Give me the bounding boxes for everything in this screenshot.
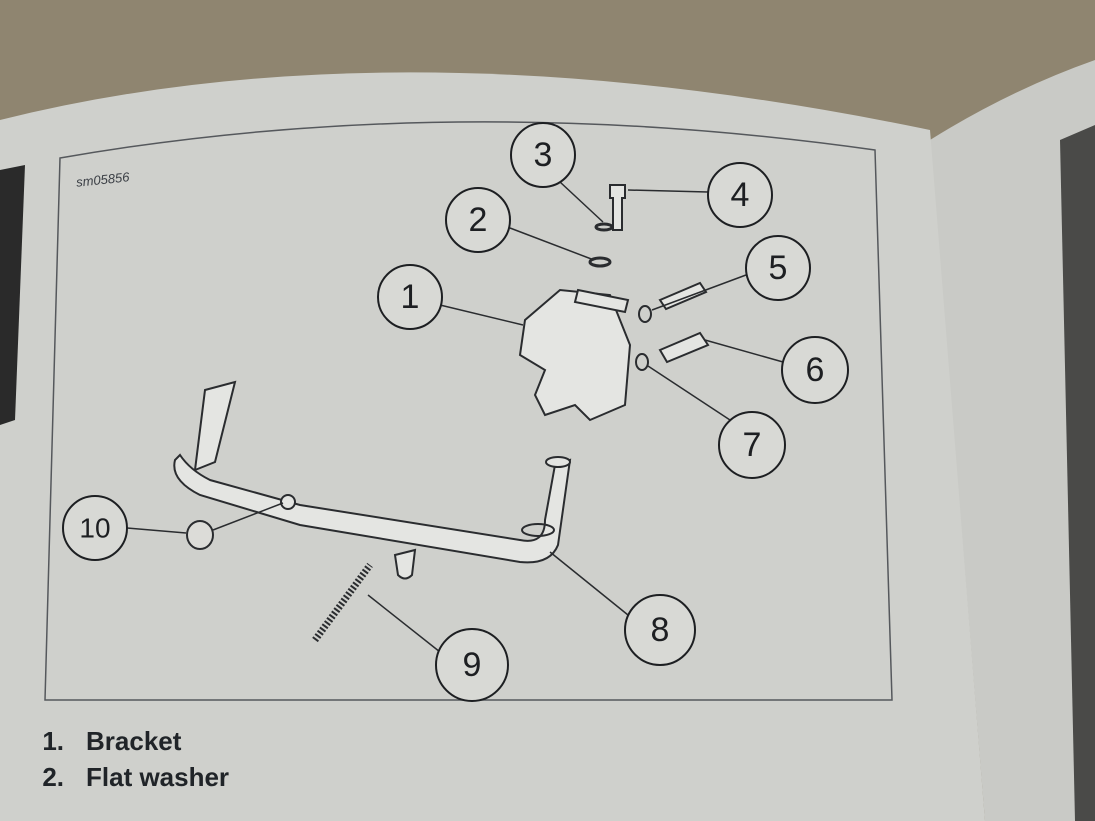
legend-item: 2. Flat washer [38, 758, 229, 796]
figure-frame [44, 121, 893, 701]
callout-10: 10 [62, 495, 128, 561]
svg-text:4: 4 [731, 176, 750, 214]
callout-2: 2 [445, 187, 511, 253]
svg-text:3: 3 [534, 136, 553, 174]
legend-number: 2. [42, 762, 64, 792]
right-page-frame [1060, 125, 1095, 821]
page-edge-tab [0, 165, 25, 425]
callout-7: 7 [718, 411, 786, 479]
svg-text:2: 2 [469, 201, 488, 239]
washer-5 [638, 305, 652, 323]
flat-washer-2 [588, 256, 612, 268]
legend-item: 1. Bracket [38, 722, 229, 760]
spring [312, 562, 373, 643]
legend-label: Flat washer [86, 762, 230, 792]
lock-plate [573, 288, 630, 314]
right-page [930, 60, 1095, 821]
callout-5: 5 [745, 235, 811, 301]
callout-4: 4 [707, 162, 773, 228]
svg-text:1: 1 [401, 278, 420, 316]
callout-3: 3 [510, 122, 576, 188]
bumper [186, 520, 214, 550]
bolt-4 [609, 184, 626, 231]
jiffy-stand-leg [173, 380, 572, 580]
washer-7 [635, 353, 649, 371]
callout-8: 8 [624, 594, 696, 666]
svg-text:6: 6 [806, 351, 825, 389]
legend-label: Bracket [86, 726, 182, 756]
lock-washer-3 [594, 222, 614, 232]
svg-text:7: 7 [743, 426, 762, 464]
callout-6: 6 [781, 336, 849, 404]
svg-text:10: 10 [79, 513, 110, 544]
parts-legend: 1. Bracket 2. Flat washer [38, 722, 229, 798]
callout-9: 9 [435, 628, 509, 702]
svg-text:5: 5 [769, 249, 788, 287]
left-page [0, 72, 985, 821]
svg-text:8: 8 [651, 611, 670, 649]
callout-1: 1 [377, 264, 443, 330]
bolt-6 [658, 331, 710, 364]
svg-text:9: 9 [463, 646, 482, 684]
legend-number: 1. [42, 726, 64, 756]
leader-lines [126, 181, 784, 653]
